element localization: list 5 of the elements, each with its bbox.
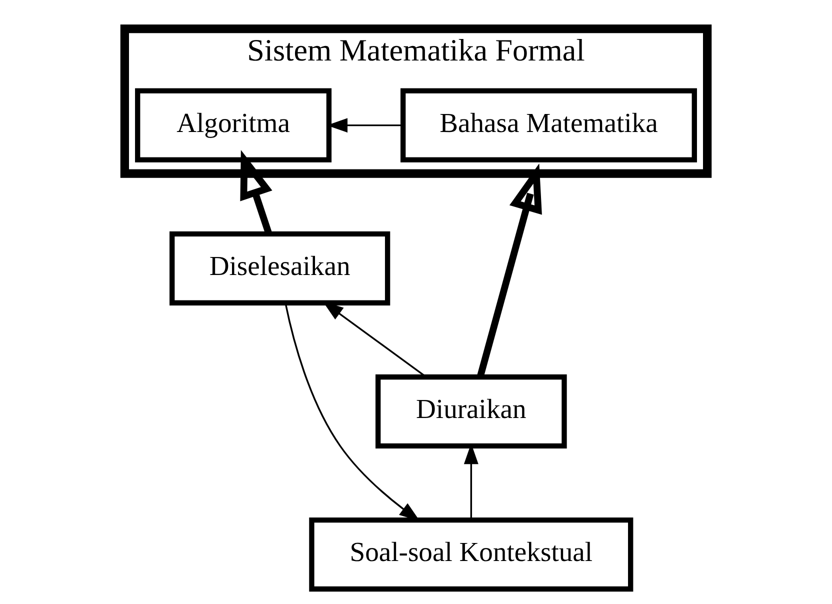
node-box: Bahasa Matematika bbox=[400, 88, 697, 162]
node-box: Soal-soal Kontekstual bbox=[309, 517, 634, 592]
node-box: Diselesaikan bbox=[170, 231, 390, 306]
node-box: Diuraikan bbox=[376, 374, 567, 449]
node-box: Algoritma bbox=[135, 88, 332, 162]
